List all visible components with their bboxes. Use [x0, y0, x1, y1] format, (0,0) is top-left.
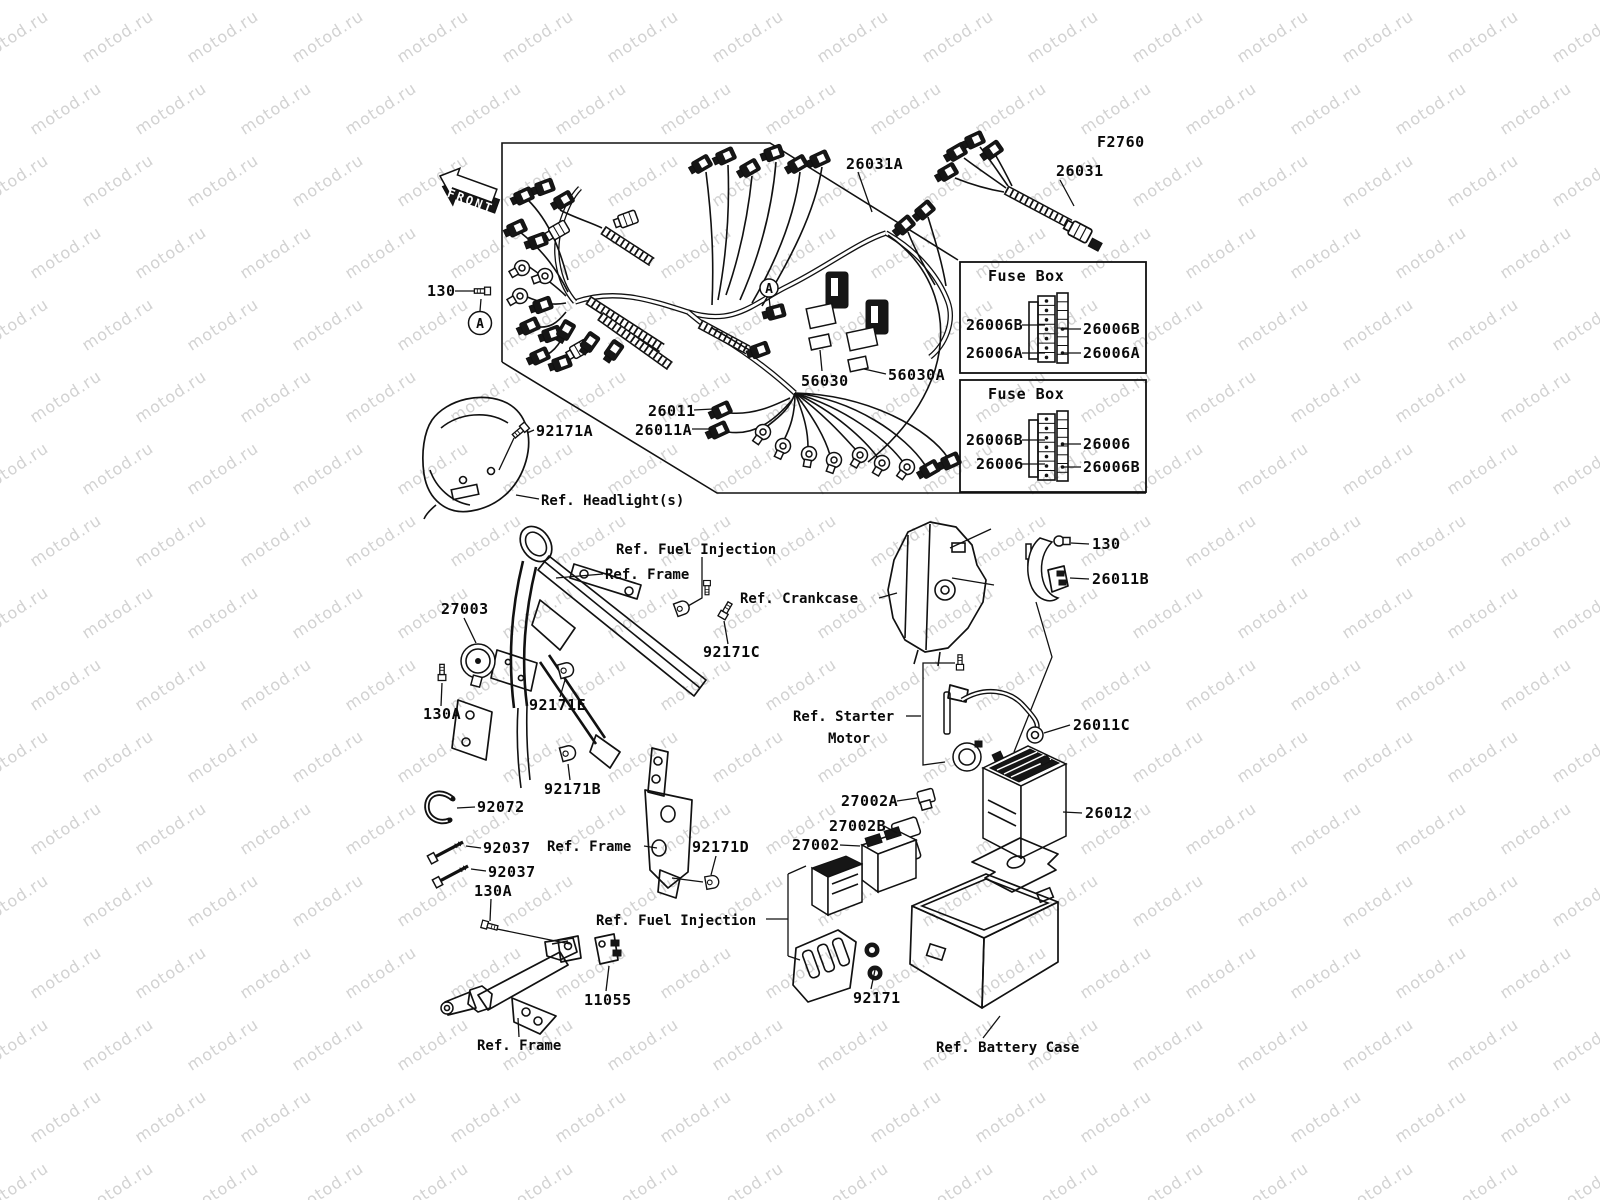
frame-mount-bottom [440, 919, 622, 1035]
fuse2-right-bottom-label: 26006B [1083, 458, 1140, 476]
callout-26031: 26031 [1056, 162, 1104, 180]
horn-27003 [460, 643, 496, 689]
fuse2-right-top-label: 26006 [1083, 435, 1131, 453]
marker-a-mid-label: A [765, 282, 773, 297]
callout-ref-fuel-injection-top: Ref. Fuel Injection [616, 542, 776, 558]
callout-ref-frame-top: Ref. Frame [605, 567, 689, 583]
callout-92072: 92072 [477, 798, 525, 816]
callout-ref-crankcase: Ref. Crankcase [740, 591, 858, 607]
front-arrow: FRONT [438, 167, 501, 216]
clamp-26011b-view [1025, 535, 1071, 602]
fuse-box-2-title: Fuse Box [988, 385, 1064, 403]
pigtail-26031 [932, 129, 1103, 252]
callout-ref-fuel-injection-bottom: Ref. Fuel Injection [596, 913, 756, 929]
callout-ref-starter-line2: Motor [828, 731, 870, 747]
bolt-130a-left [437, 663, 447, 682]
callout-27002a: 27002A [841, 792, 898, 810]
callout-92171e: 92171E [529, 696, 586, 714]
fuse2-left-top-label: 26006B [966, 431, 1023, 449]
callout-26011c: 26011C [1073, 716, 1130, 734]
callout-26011: 26011 [648, 402, 696, 420]
relay-56030 [805, 271, 849, 351]
fuel-injection-parts-top [672, 579, 735, 621]
callout-92171a: 92171A [536, 422, 593, 440]
callout-27003: 27003 [441, 600, 489, 618]
bolt-92037-2 [431, 864, 469, 889]
callout-27002b: 27002B [829, 817, 886, 835]
bolt-92037-1 [426, 840, 464, 865]
fuse-box-1: Fuse Box 26006B 26006 [959, 261, 1147, 374]
clamp-92171e [556, 660, 576, 680]
callout-92171: 92171 [853, 989, 901, 1007]
relay-56030a [845, 299, 889, 373]
section-marker-a-mid: A [759, 278, 779, 307]
section-frame-lines [501, 142, 1146, 753]
callout-26031a: 26031A [846, 155, 903, 173]
callout-92037-2: 92037 [488, 863, 536, 881]
callout-ref-starter-line1: Ref. Starter [793, 709, 894, 725]
callout-ref-battery-case: Ref. Battery Case [936, 1040, 1079, 1056]
callout-26012: 26012 [1085, 804, 1133, 822]
battery-26012 [981, 745, 1068, 860]
callout-92171b: 92171B [544, 780, 601, 798]
fuse1-left-bottom-label: 26006A [966, 344, 1023, 362]
callout-labels: F2760 26031 26031A 130 56030 56030A 2601… [423, 133, 1149, 1056]
fuse-box-1-title: Fuse Box [988, 267, 1064, 285]
frame-bracket-mid [644, 747, 721, 899]
section-marker-a-left: A [467, 286, 493, 336]
callout-130-top: 130 [427, 282, 456, 300]
marker-a-left-label: A [476, 317, 484, 332]
callout-56030: 56030 [801, 372, 849, 390]
callout-92171d: 92171D [692, 838, 749, 856]
callout-130a-bottom: 130A [474, 882, 512, 900]
bracket-11055-part [594, 933, 619, 965]
callout-56030a: 56030A [888, 366, 945, 384]
fuse1-left-top-label: 26006B [966, 316, 1023, 334]
wiring-harness [501, 143, 963, 483]
fuse-box-2: Fuse Box 26006B 26006 [959, 379, 1147, 493]
fuse2-left-bottom-label: 26006 [976, 455, 1024, 473]
leader-lines [440, 171, 1090, 1039]
callout-ref-frame-bottom: Ref. Frame [477, 1038, 561, 1054]
ecu-assembly [792, 787, 936, 1003]
fuse1-right-bottom-label: 26006A [1083, 344, 1140, 362]
frame-drawing [451, 525, 707, 789]
callout-130a-left: 130A [423, 705, 461, 723]
callout-92171c: 92171C [703, 643, 760, 661]
callout-ref-frame-mid: Ref. Frame [547, 839, 631, 855]
callout-26011b: 26011B [1092, 570, 1149, 588]
clip-92072 [424, 790, 456, 825]
starter-motor-section [922, 654, 1044, 772]
callout-figure-code: F2760 [1097, 133, 1145, 151]
callout-ref-headlight: Ref. Headlight(s) [541, 493, 684, 509]
bolt-92171c [717, 600, 735, 621]
callout-130-right: 130 [1092, 535, 1121, 553]
crankcase-drawing [887, 521, 987, 667]
callout-26011a: 26011A [635, 421, 692, 439]
clamp-92171b [558, 743, 578, 763]
callout-92037-1: 92037 [483, 839, 531, 857]
battery-case [909, 837, 1059, 1009]
headlight-shell [422, 396, 531, 520]
fuse1-right-top-label: 26006B [1083, 320, 1140, 338]
callout-11055: 11055 [584, 991, 632, 1009]
callout-27002: 27002 [792, 836, 840, 854]
